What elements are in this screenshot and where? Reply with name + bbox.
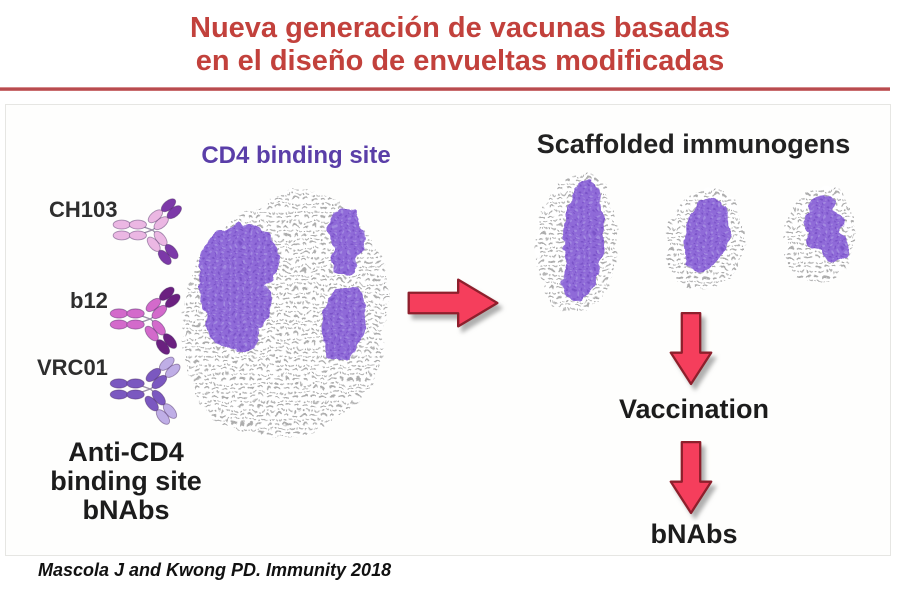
bnabs-label: bNAbs xyxy=(650,519,738,549)
down-arrow-2-icon xyxy=(669,440,713,515)
antibody-label-vrc01: VRC01 xyxy=(37,355,108,380)
vaccination-label: Vaccination xyxy=(618,394,770,424)
env-trimer-structure xyxy=(181,189,389,439)
slide-title: Nueva generación de vacunas basadas en e… xyxy=(0,12,900,78)
slide-title-line-1: Nueva generación de vacunas basadas xyxy=(190,12,730,44)
citation: Mascola J and Kwong PD. Immunity 2018 xyxy=(38,560,392,580)
cd4-binding-site-label: CD4 binding site xyxy=(201,142,391,169)
anti-cd4-caption-line-3: bNAbs xyxy=(82,495,170,525)
slide-title-line-2: en el diseño de envueltas modificadas xyxy=(195,45,725,77)
cd4-binding-site-patches xyxy=(198,208,366,361)
antibody-vrc01-icon xyxy=(109,356,181,425)
antibody-label-ch103: CH103 xyxy=(49,197,118,222)
figure-panel: CD4 binding site CH103 b12 xyxy=(5,104,891,556)
antibody-ch103-icon xyxy=(112,198,182,265)
scaffold-structure-3 xyxy=(784,187,856,283)
down-arrow-1-icon xyxy=(669,311,713,386)
anti-cd4-caption: Anti-CD4 binding site bNAbs xyxy=(6,438,246,525)
right-arrow-icon xyxy=(407,278,499,328)
scaffold-structure-2 xyxy=(666,188,745,291)
scaffolded-immunogens-heading: Scaffolded immunogens xyxy=(536,129,851,159)
anti-cd4-caption-line-1: Anti-CD4 xyxy=(68,437,184,467)
scaffold-structure-1 xyxy=(536,174,617,312)
antibody-label-b12: b12 xyxy=(70,288,108,313)
antibody-b12-icon xyxy=(109,286,181,355)
anti-cd4-caption-line-2: binding site xyxy=(50,466,202,496)
title-divider xyxy=(0,87,890,91)
